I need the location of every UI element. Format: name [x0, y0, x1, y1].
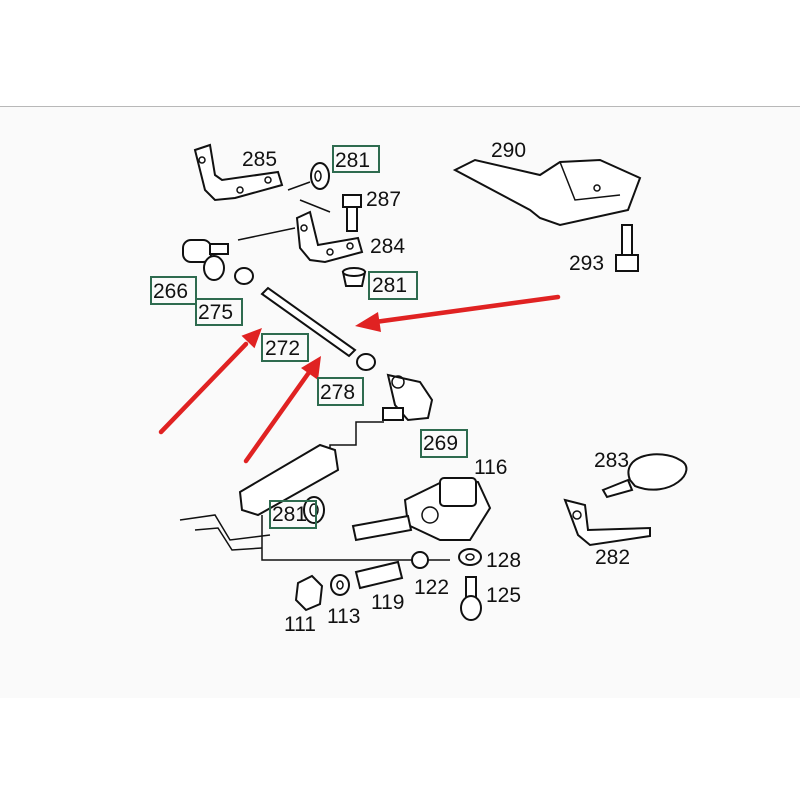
leader-line: [237, 227, 296, 241]
label-281-bottom: 281: [272, 503, 307, 526]
bolt-125: [460, 576, 482, 621]
selector-116: [403, 476, 492, 541]
clip-283: [601, 453, 688, 499]
bolt-293: [615, 224, 639, 272]
highlight-box-275: [195, 298, 243, 326]
nut-122: [411, 551, 429, 569]
ball-joint-266: [182, 239, 229, 281]
washer-113: [330, 574, 350, 596]
red-arrow-right: [355, 294, 561, 332]
label-281-top: 281: [335, 149, 370, 172]
washer-281: [303, 496, 325, 524]
label-282: 282: [595, 546, 630, 569]
rod-272: [260, 286, 357, 358]
sleeve-119: [354, 560, 404, 590]
label-119: 119: [371, 591, 404, 614]
highlight-box-266: [150, 276, 197, 305]
pin-119-long: [351, 514, 413, 542]
nut-278: [356, 353, 376, 371]
label-287: 287: [366, 188, 401, 211]
label-284: 284: [370, 235, 405, 258]
highlight-box-272: [261, 333, 309, 362]
red-arrow-left: [158, 328, 262, 435]
label-281-mid: 281: [372, 274, 407, 297]
washer-128: [458, 548, 482, 566]
label-128: 128: [486, 549, 521, 572]
red-arrow-middle: [243, 356, 321, 464]
label-111: 111: [284, 613, 316, 636]
label-113: 113: [327, 605, 360, 628]
highlight-box-281-mid: [368, 271, 418, 300]
nut-281-mid: [341, 267, 367, 287]
nut-111: [294, 574, 324, 612]
bracket-285: [193, 143, 284, 202]
highlight-box-281-bottom: [269, 500, 317, 529]
highlight-box-278: [317, 377, 364, 406]
label-116: 116: [474, 456, 507, 479]
leader-lines: [287, 181, 331, 213]
highlight-box-269: [420, 429, 468, 458]
linkage-frame: [179, 443, 450, 561]
label-266: 266: [153, 280, 188, 303]
highlight-box-281-top: [332, 145, 380, 173]
label-283: 283: [594, 449, 629, 472]
leader-line: [329, 421, 384, 470]
bolt-287: [342, 194, 362, 232]
bracket-284: [295, 210, 364, 264]
label-285: 285: [242, 148, 277, 171]
label-275: 275: [198, 301, 233, 324]
bracket-282: [563, 498, 651, 547]
label-293: 293: [569, 252, 604, 275]
label-272: 272: [265, 337, 300, 360]
label-122: 122: [414, 576, 449, 599]
ball-joint-269: [382, 373, 434, 422]
label-278: 278: [320, 381, 355, 404]
label-290: 290: [491, 139, 526, 162]
label-125: 125: [486, 584, 521, 607]
nut-275: [234, 267, 254, 285]
nut-281-top: [310, 162, 330, 190]
label-269: 269: [423, 432, 458, 455]
cover-290: [452, 158, 642, 227]
